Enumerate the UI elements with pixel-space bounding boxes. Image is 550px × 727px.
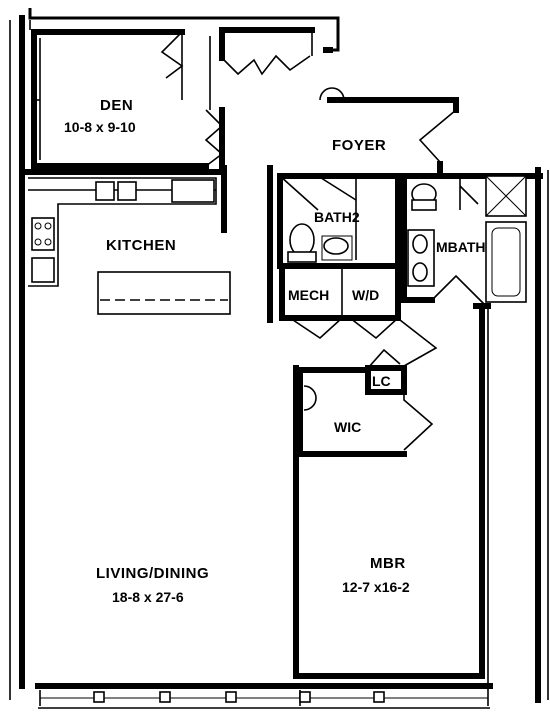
den-room	[31, 29, 224, 169]
cooktop	[31, 217, 55, 251]
wic-label: WIC	[334, 419, 361, 435]
bath-sink	[323, 237, 349, 255]
bath2-label: BATH2	[314, 209, 360, 225]
living-dining-label: LIVING/DINING	[96, 565, 209, 582]
den-dimensions: 10-8 x 9-10	[64, 119, 136, 135]
sink-basin	[117, 181, 137, 201]
living-dining-dimensions: 18-8 x 27-6	[112, 589, 184, 605]
sink-basin	[95, 181, 115, 201]
foyer-label: FOYER	[332, 137, 386, 154]
mech-label: MECH	[288, 287, 329, 303]
lc-label: LC	[372, 373, 391, 389]
window-mullion	[299, 691, 311, 703]
mbath-toilet-tank	[411, 199, 437, 211]
lc-wic-closets	[297, 319, 438, 457]
mbath-label: MBATH	[436, 239, 486, 255]
mech-wd-closets	[279, 265, 401, 340]
toilet	[289, 223, 315, 257]
wd-label: W/D	[352, 287, 379, 303]
kitchen-label: KITCHEN	[106, 237, 176, 254]
bedroom-walls	[221, 165, 491, 690]
kitchen-area	[19, 169, 231, 315]
exterior-walls	[9, 8, 549, 709]
den-label: DEN	[100, 97, 133, 114]
mbr-dimensions: 12-7 x16-2	[342, 579, 410, 595]
kitchen-island	[97, 271, 231, 315]
entry-closet	[219, 27, 315, 171]
mbr-label: MBR	[370, 555, 406, 572]
dishwasher	[31, 257, 55, 283]
bathtub	[485, 221, 527, 303]
refrigerator	[171, 179, 215, 203]
window-mullion	[93, 691, 105, 703]
mbath-room	[401, 173, 543, 307]
foyer-area	[319, 47, 459, 175]
window-mullion	[225, 691, 237, 703]
toilet-tank	[287, 251, 317, 263]
window-mullion	[373, 691, 385, 703]
window-mullion	[159, 691, 171, 703]
